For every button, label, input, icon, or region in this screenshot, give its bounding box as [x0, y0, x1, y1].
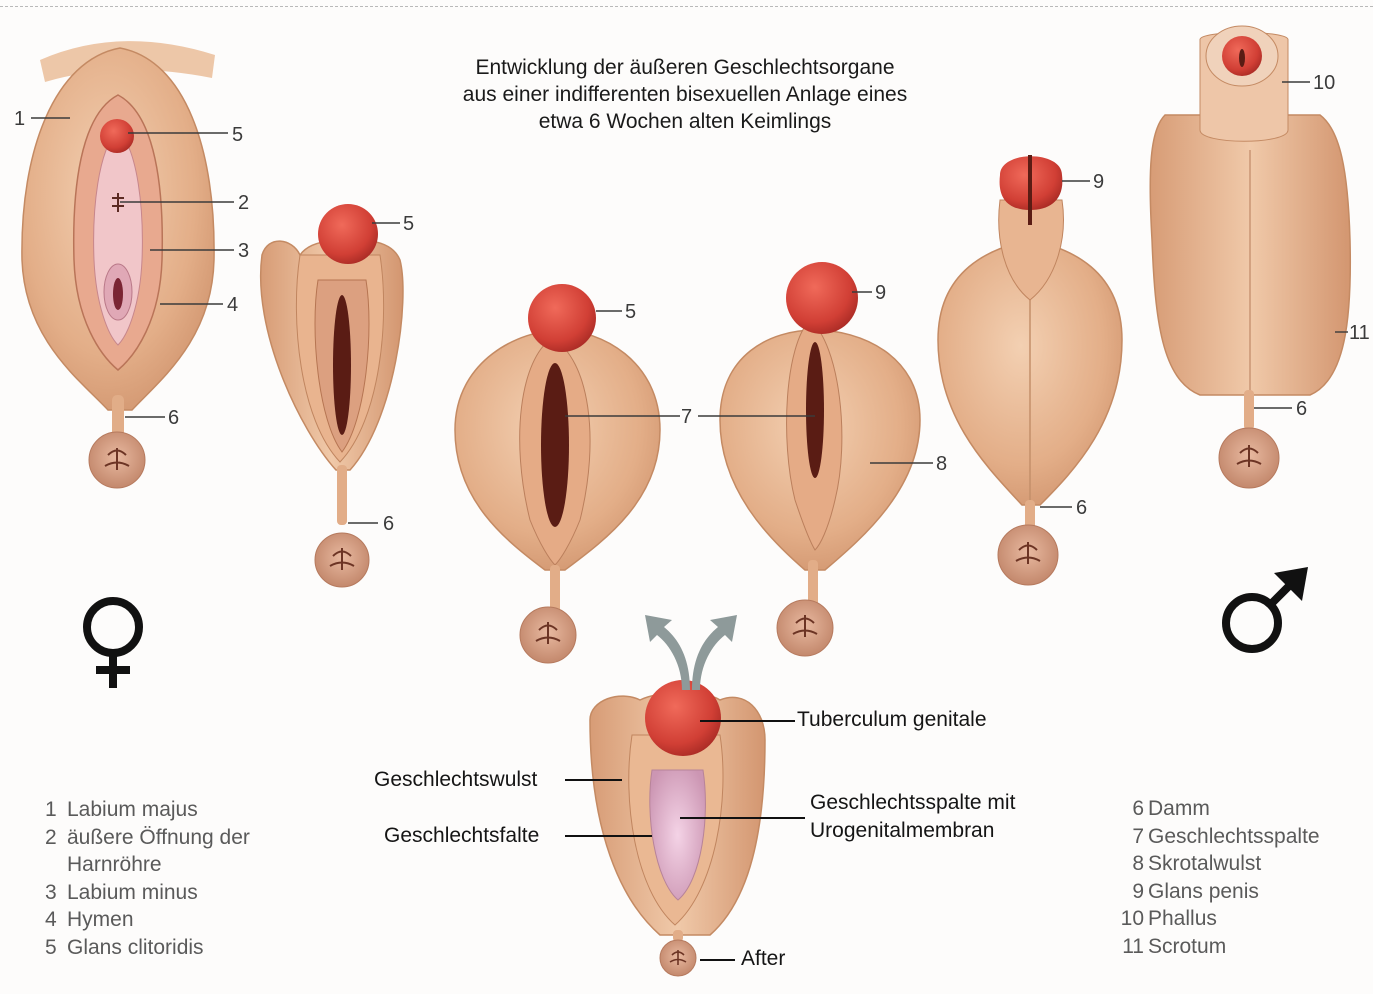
callout-5c: 5 — [625, 301, 636, 323]
callout-5a: 5 — [232, 124, 243, 146]
label-tuberculum-genitale: Tuberculum genitale — [797, 708, 987, 732]
callout-9b: 9 — [1093, 171, 1104, 193]
title-line-3: etwa 6 Wochen alten Keimlings — [380, 108, 990, 135]
callout-3: 3 — [238, 240, 249, 262]
callout-6c: 6 — [1076, 497, 1087, 519]
callout-6b: 6 — [383, 513, 394, 535]
female-early-figure — [261, 204, 403, 587]
female-symbol-icon — [87, 601, 139, 688]
label-geschlechtsfalte: Geschlechtsfalte — [384, 824, 539, 848]
label-geschlechtsspalte-line1: Geschlechtsspalte mit — [810, 791, 1015, 815]
callout-11: 11 — [1349, 322, 1370, 344]
callout-2: 2 — [238, 192, 249, 214]
male-adult-figure — [1150, 26, 1350, 488]
indifferent-anlage-figure — [590, 680, 765, 976]
branch-arrows — [645, 615, 737, 690]
glans-shape — [318, 204, 378, 264]
female-figure — [22, 41, 215, 488]
indifferent-figure-left — [455, 284, 660, 663]
diagram-title: Entwicklung der äußeren Geschlechtsorgan… — [380, 54, 990, 135]
glans-clitoridis-shape — [100, 119, 134, 153]
male-symbol-icon — [1226, 567, 1308, 649]
callout-1: 1 — [14, 108, 25, 130]
vaginal-opening — [113, 278, 123, 310]
label-geschlechtsspalte-line2: Urogenitalmembran — [810, 819, 994, 843]
callout-9a: 9 — [875, 282, 886, 304]
title-line-1: Entwicklung der äußeren Geschlechtsorgan… — [380, 54, 990, 81]
title-line-2: aus einer indifferenten bisexuellen Anla… — [380, 81, 990, 108]
label-geschlechtswulst: Geschlechtswulst — [374, 768, 537, 792]
callout-8: 8 — [936, 453, 947, 475]
perineum-shape — [112, 395, 124, 437]
callout-10: 10 — [1313, 72, 1335, 94]
callout-6d: 6 — [1296, 398, 1307, 420]
male-early-figure — [720, 262, 920, 656]
callout-6a: 6 — [168, 407, 179, 429]
label-after: After — [741, 947, 785, 971]
callout-7: 7 — [681, 406, 692, 428]
legend-item-continuation: Harnröhre — [45, 851, 250, 879]
callout-5b: 5 — [403, 213, 414, 235]
male-later-figure — [938, 155, 1122, 585]
callout-4: 4 — [227, 294, 238, 316]
